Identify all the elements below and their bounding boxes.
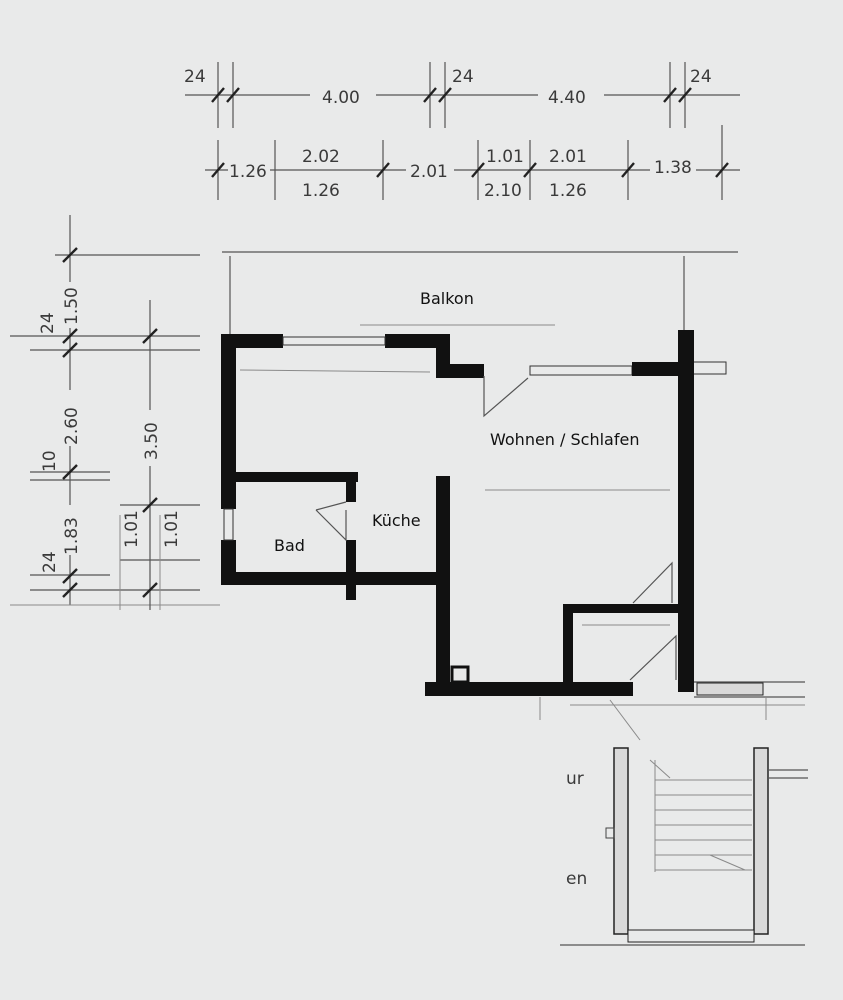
doors — [315, 376, 677, 681]
room-label-bad: Bad — [274, 536, 305, 555]
dim-top-24-right: 24 — [690, 67, 712, 87]
room-label-kueche: Küche — [372, 511, 421, 530]
room-label-balkon: Balkon — [420, 289, 474, 308]
left-dimension-col-2: 3.50 1.01 1.01 — [119, 300, 200, 610]
dim-1-01-top: 1.01 — [486, 147, 524, 167]
room-label-wohnen-schlafen: Wohnen / Schlafen — [490, 430, 639, 449]
partial-text-ur: ur — [566, 769, 584, 789]
dim-left-1-50: 1.50 — [62, 287, 82, 325]
dim-left-24-top: 24 — [38, 312, 58, 334]
dim-2-10: 2.10 — [484, 181, 522, 201]
dim-top-24-left: 24 — [184, 67, 206, 87]
dim-left-1-83: 1.83 — [62, 517, 82, 555]
dim-1-26-c: 1.26 — [549, 181, 587, 201]
dim-left-10: 10 — [40, 450, 60, 472]
top-dimension-row-2: 1.26 2.02 2.01 1.01 2.01 1.38 1.26 2.10 … — [205, 125, 740, 201]
dim-left-1-01-b: 1.01 — [162, 510, 182, 548]
dim-2-01-b: 2.01 — [549, 147, 587, 167]
stairwell: ur en — [539, 681, 808, 946]
dim-top-4-00: 4.00 — [322, 88, 360, 108]
dim-top-4-40: 4.40 — [548, 88, 586, 108]
dim-2-02: 2.02 — [302, 147, 340, 167]
dim-left-2-60: 2.60 — [62, 407, 82, 445]
dim-1-38: 1.38 — [654, 158, 692, 178]
dim-2-01-a: 2.01 — [410, 162, 448, 182]
dim-1-26-b: 1.26 — [302, 181, 340, 201]
balcony: Balkon — [222, 251, 738, 335]
dim-left-1-01-a: 1.01 — [122, 510, 142, 548]
partial-text-en: en — [566, 869, 587, 889]
left-dimension-col-1: 24 1.50 2.60 10 1.83 24 — [10, 215, 220, 606]
top-dimension-row-1: 24 4.00 24 4.40 24 — [184, 62, 740, 128]
dim-left-24-bottom: 24 — [40, 551, 60, 573]
dim-top-24-middle: 24 — [452, 67, 474, 87]
dim-1-26-a: 1.26 — [229, 162, 267, 182]
dim-left-3-50: 3.50 — [142, 422, 162, 460]
interior-faint-lines — [239, 369, 670, 626]
walls — [221, 330, 727, 696]
